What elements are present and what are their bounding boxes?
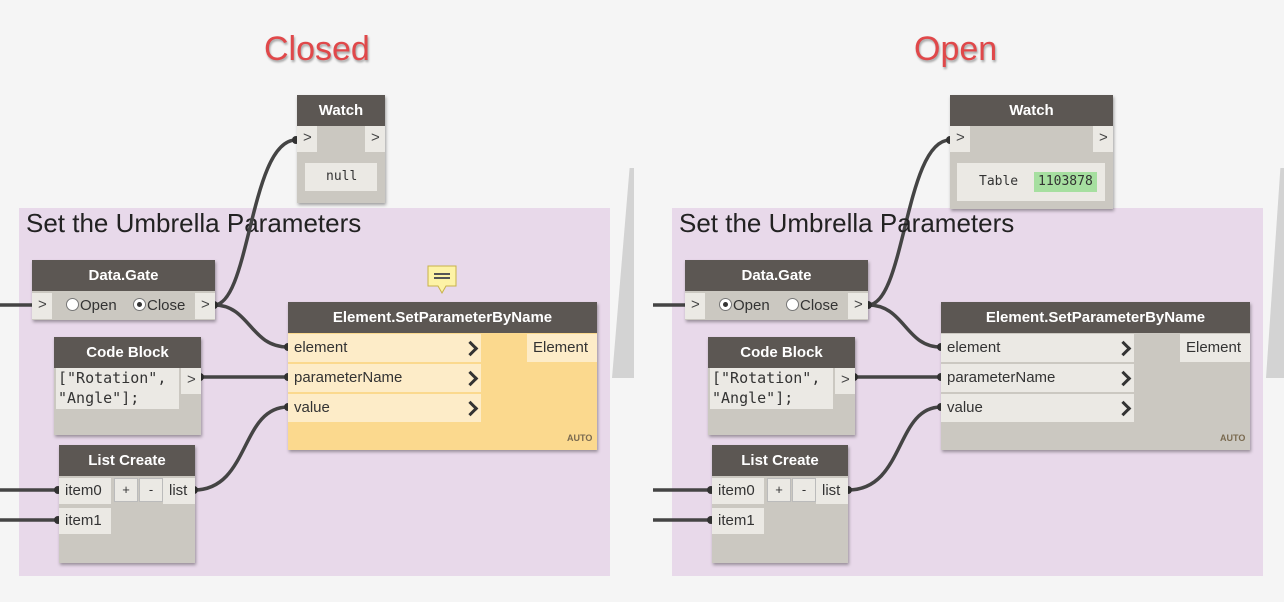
code-block-title-open: Code Block: [708, 337, 855, 368]
gate-out-port[interactable]: >: [195, 293, 215, 319]
watch-title: Watch: [297, 95, 385, 126]
wire-list-to-value: [193, 405, 289, 492]
list-item1-port[interactable]: item1: [59, 508, 111, 534]
code-block-node[interactable]: Code Block ["Rotation", "Angle"]; >: [54, 337, 201, 435]
data-gate-node-open[interactable]: Data.Gate > Open Close >: [685, 260, 868, 320]
chevron-right-icon: [462, 400, 479, 417]
watch-in-port[interactable]: >: [297, 126, 317, 152]
list-create-title: List Create: [59, 445, 195, 476]
set-parameter-title-open: Element.SetParameterByName: [941, 302, 1250, 333]
watch-node[interactable]: Watch > > null: [297, 95, 385, 203]
watch-out-port[interactable]: >: [365, 126, 385, 152]
code-block-editor-open[interactable]: ["Rotation", "Angle"];: [710, 368, 833, 409]
set-param-element-port[interactable]: element: [288, 334, 481, 362]
set-param-element-port-open[interactable]: element: [941, 334, 1134, 362]
watch-value-open: Table 1103878: [957, 163, 1105, 201]
set-param-output-port[interactable]: Element: [527, 334, 597, 362]
code-block-out-port[interactable]: >: [181, 368, 201, 394]
list-item1-port-open[interactable]: item1: [712, 508, 764, 534]
set-param-name-port[interactable]: parameterName: [288, 364, 481, 392]
watch-value: null: [305, 163, 377, 191]
group-title-open: Set the Umbrella Parameters: [679, 208, 1015, 238]
set-parameter-node[interactable]: Element.SetParameterByName element param…: [288, 302, 597, 450]
set-parameter-node-open[interactable]: Element.SetParameterByName element param…: [941, 302, 1250, 450]
set-parameter-title: Element.SetParameterByName: [288, 302, 597, 333]
gate-radio-open-label: Open: [80, 297, 117, 314]
heading-closed: Closed: [264, 30, 370, 68]
gate-radio-open-label-open: Open: [733, 297, 770, 314]
wire-gate-to-element: [213, 303, 289, 349]
data-gate-title: Data.Gate: [32, 260, 215, 291]
code-block-out-port-open[interactable]: >: [835, 368, 855, 394]
comment-icon[interactable]: [427, 265, 457, 295]
gate-radio-close-label: Close: [147, 297, 186, 314]
lacing-auto-open: AUTO: [1220, 433, 1246, 443]
gate-out-port-open[interactable]: >: [848, 293, 868, 319]
list-out-port[interactable]: list: [163, 478, 195, 504]
watch-node-open[interactable]: Watch > > Table 1103878: [950, 95, 1113, 209]
chevron-right-icon: [1115, 340, 1132, 357]
list-create-node[interactable]: List Create item0 + - list item1: [59, 445, 195, 563]
set-param-name-port-open[interactable]: parameterName: [941, 364, 1134, 392]
data-gate-node[interactable]: Data.Gate > Open Close >: [32, 260, 215, 320]
gate-radio-open-on[interactable]: [719, 298, 732, 311]
list-remove-button-open[interactable]: -: [792, 478, 816, 502]
gate-radio-open[interactable]: [66, 298, 79, 311]
gate-radio-close-off[interactable]: [786, 298, 799, 311]
gate-radio-close[interactable]: [133, 298, 146, 311]
data-gate-title-open: Data.Gate: [685, 260, 868, 291]
heading-open: Open: [914, 30, 998, 68]
list-item0-port[interactable]: item0: [59, 478, 111, 504]
set-param-value-port[interactable]: value: [288, 394, 481, 422]
group-title: Set the Umbrella Parameters: [26, 208, 362, 238]
code-block-node-open[interactable]: Code Block ["Rotation", "Angle"]; >: [708, 337, 855, 435]
set-param-output-port-open[interactable]: Element: [1180, 334, 1250, 362]
watch-value-badge: 1103878: [1034, 172, 1097, 192]
gate-in-port-open[interactable]: >: [685, 293, 705, 319]
list-create-title-open: List Create: [712, 445, 848, 476]
list-create-node-open[interactable]: List Create item0 + - list item1: [712, 445, 848, 563]
watch-out-port-open[interactable]: >: [1093, 126, 1113, 152]
code-block-editor[interactable]: ["Rotation", "Angle"];: [56, 368, 179, 409]
gate-radio-close-label-open: Close: [800, 297, 839, 314]
wire-gate-to-element-open: [867, 303, 942, 349]
wire-gate-to-watch: [213, 138, 297, 307]
chevron-right-icon: [462, 340, 479, 357]
list-out-port-open[interactable]: list: [816, 478, 848, 504]
set-param-value-port-open[interactable]: value: [941, 394, 1134, 422]
lacing-auto: AUTO: [567, 433, 593, 443]
list-add-button-open[interactable]: +: [767, 478, 791, 502]
wire-gate-to-watch-open: [867, 138, 951, 307]
chevron-right-icon: [1115, 370, 1132, 387]
wire-list-to-value-open: [847, 405, 942, 492]
code-block-title: Code Block: [54, 337, 201, 368]
chevron-right-icon: [462, 370, 479, 387]
list-remove-button[interactable]: -: [139, 478, 163, 502]
watch-in-port-open[interactable]: >: [950, 126, 970, 152]
watch-title-open: Watch: [950, 95, 1113, 126]
list-item0-port-open[interactable]: item0: [712, 478, 764, 504]
list-add-button[interactable]: +: [114, 478, 138, 502]
gate-in-port[interactable]: >: [32, 293, 52, 319]
chevron-right-icon: [1115, 400, 1132, 417]
